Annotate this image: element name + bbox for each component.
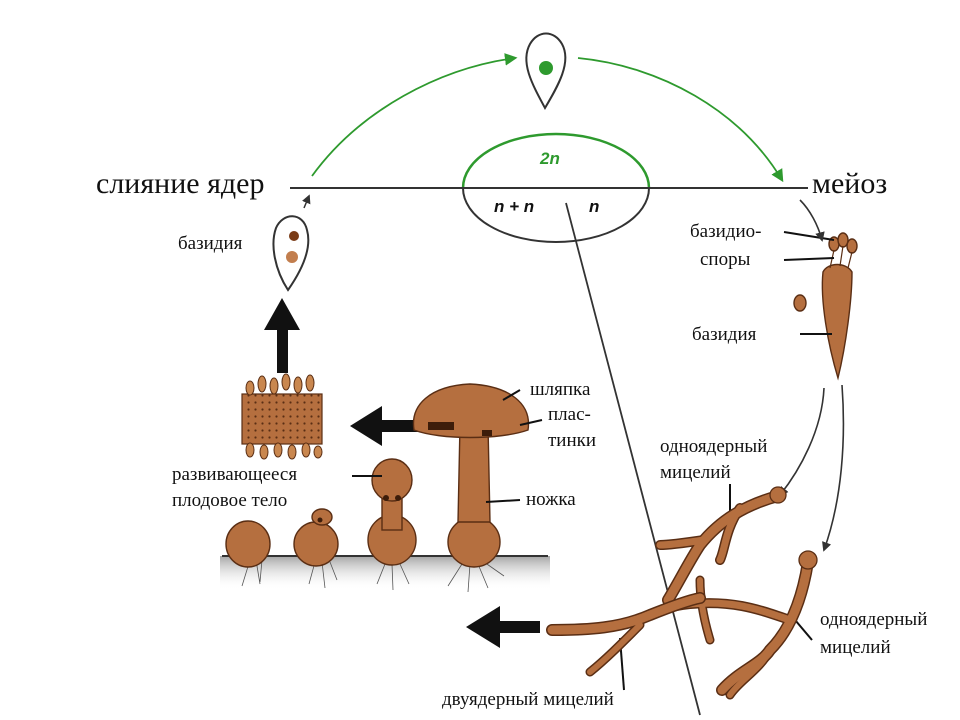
diploid-nucleus	[539, 61, 553, 75]
label-gills-1: плас-	[548, 404, 591, 425]
label-stipe: ножка	[526, 489, 576, 510]
label-basidia-right: базидия	[692, 324, 757, 345]
label-basidiospores-1: базидио-	[690, 221, 762, 242]
green-arrow-right	[577, 57, 784, 183]
label-dikaryotic: двуядерный мицелий	[442, 689, 614, 710]
label-gills-2: тинки	[548, 430, 597, 451]
label-meiosis: мейоз	[812, 167, 888, 200]
bottom-left-arrow	[466, 606, 540, 648]
label-monokaryotic-bottom-1: одноядерный	[820, 609, 928, 630]
label-monokaryotic-top-1: одноядерный	[660, 436, 768, 457]
label-developing-2: плодовое тело	[172, 490, 288, 511]
small-arrow-up	[302, 194, 311, 209]
mature-base	[447, 516, 501, 568]
nucleus-dark	[289, 231, 299, 241]
primordium-1	[225, 520, 271, 568]
hymenium-tissue	[241, 373, 323, 460]
label-developing-1: развивающееся	[172, 464, 298, 485]
phase-divider	[565, 202, 701, 716]
label-monokaryotic-top-2: мицелий	[660, 462, 731, 483]
label-monokaryotic-bottom-2: мицелий	[820, 637, 891, 658]
ploidy-diploid: 2n	[540, 149, 560, 168]
green-arrow-left	[311, 53, 518, 177]
ploidy-haploid: n	[589, 197, 600, 216]
young-cap	[371, 458, 413, 502]
label-basidia-left: базидия	[178, 233, 243, 254]
nucleus-light	[286, 251, 298, 263]
right-basidium	[793, 232, 858, 381]
label-cap: шляпка	[530, 379, 591, 400]
fruit-body-stages	[225, 383, 530, 568]
primordium-2	[293, 521, 339, 567]
ploidy-dikaryon: n + n	[494, 197, 535, 216]
diploid-half	[461, 132, 651, 189]
label-fusion: слияние ядер	[96, 167, 265, 200]
mature-stipe	[457, 424, 491, 523]
label-basidiospores-2: споры	[700, 249, 751, 270]
haploid-half	[462, 187, 650, 243]
